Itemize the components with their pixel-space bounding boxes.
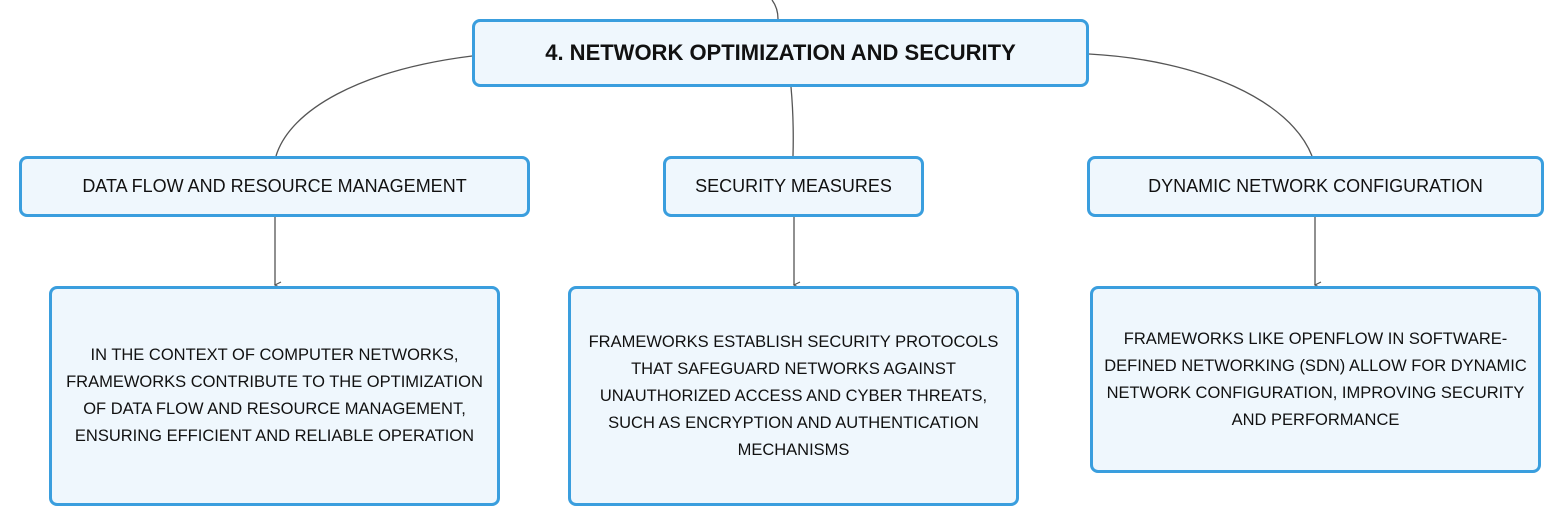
connector-root-to-data-flow [275,55,473,157]
detail-data-flow-node[interactable]: IN THE CONTEXT OF COMPUTER NETWORKS, FRA… [49,286,500,506]
detail-data-flow-text: IN THE CONTEXT OF COMPUTER NETWORKS, FRA… [66,346,483,445]
root-topic-label: 4. NETWORK OPTIMIZATION AND SECURITY [545,40,1016,65]
connector-root-to-dynamic-config [1088,53,1313,157]
topic-security-measures-label: SECURITY MEASURES [695,176,892,196]
connector-root-to-security [790,86,794,157]
topic-dynamic-config-node[interactable]: DYNAMIC NETWORK CONFIGURATION [1087,156,1544,217]
connector-from-above [771,0,779,20]
topic-dynamic-config-label: DYNAMIC NETWORK CONFIGURATION [1148,176,1483,196]
root-topic-node[interactable]: 4. NETWORK OPTIMIZATION AND SECURITY [472,19,1089,87]
detail-dynamic-config-text: FRAMEWORKS LIKE OPENFLOW IN SOFTWARE-DEF… [1104,329,1527,429]
topic-security-measures-node[interactable]: SECURITY MEASURES [663,156,924,217]
detail-security-measures-text: FRAMEWORKS ESTABLISH SECURITY PROTOCOLS … [588,332,999,459]
topic-data-flow-node[interactable]: DATA FLOW AND RESOURCE MANAGEMENT [19,156,530,217]
detail-dynamic-config-node[interactable]: FRAMEWORKS LIKE OPENFLOW IN SOFTWARE-DEF… [1090,286,1541,473]
topic-data-flow-label: DATA FLOW AND RESOURCE MANAGEMENT [82,176,467,196]
detail-security-measures-node[interactable]: FRAMEWORKS ESTABLISH SECURITY PROTOCOLS … [568,286,1019,506]
